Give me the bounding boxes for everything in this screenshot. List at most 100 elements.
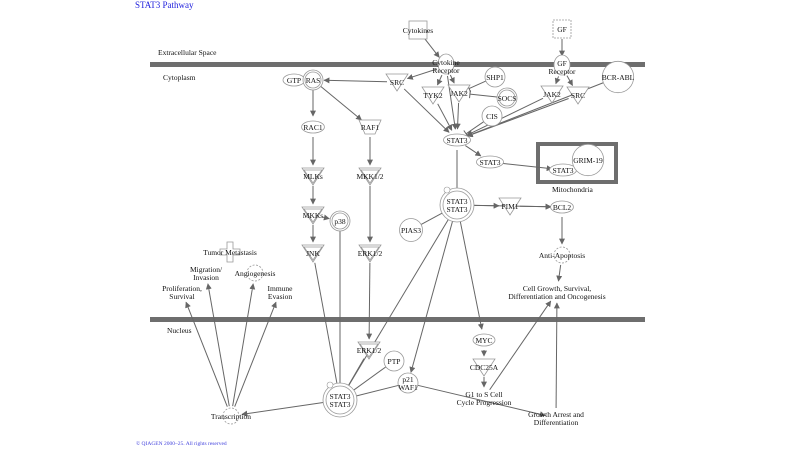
copyright: © QIAGEN 2000–25. All rights reserved — [136, 441, 227, 447]
node-tumor[interactable]: Tumor Metastasis — [203, 241, 257, 263]
node-shp1[interactable]: SHP1 — [484, 66, 506, 88]
plasma-membrane — [150, 62, 645, 67]
node-label: ERK1/2 — [357, 346, 382, 355]
label-nucleus: Nucleus — [167, 326, 192, 335]
edge-transcription-angio — [232, 283, 256, 407]
node-label: Tumor Metastasis — [203, 248, 257, 257]
page-title[interactable]: STAT3 Pathway — [135, 0, 194, 10]
edge-mkks-p38 — [322, 214, 330, 221]
node-label: Proliferation,Survival — [162, 284, 202, 301]
node-gtp[interactable]: GTP — [282, 73, 306, 87]
node-erk12b[interactable]: ERK1/2 — [357, 341, 382, 360]
node-antiapo[interactable]: Anti-Apoptosis — [539, 246, 585, 264]
node-mstat3[interactable]: STAT3 — [549, 163, 577, 177]
node-cdc25a[interactable]: CDC25A — [470, 358, 499, 377]
node-label: GF — [557, 25, 567, 34]
node-jak2b[interactable]: JAK2 — [540, 85, 564, 104]
node-label: GRIM-19 — [573, 156, 603, 165]
node-ptp[interactable]: PTP — [383, 350, 405, 372]
node-label: SOCS — [498, 94, 517, 103]
node-p38[interactable]: p38 — [329, 210, 351, 232]
edge-ras-raf1 — [320, 85, 362, 121]
node-bcl2[interactable]: BCL2 — [550, 200, 574, 214]
node-migr[interactable]: Migration/Invasion — [190, 265, 223, 282]
edge-jak2a-stat3 — [454, 102, 461, 130]
node-jak2a[interactable]: JAK2 — [447, 84, 471, 103]
label-cytoplasm: Cytoplasm — [163, 73, 196, 82]
node-ras[interactable]: RAS — [302, 69, 324, 91]
node-label: Angiogenesis — [235, 269, 276, 278]
node-cytokines[interactable]: Cytokines — [403, 20, 433, 40]
node-label: GTP — [287, 76, 301, 85]
edge-src1-stat3 — [403, 88, 450, 133]
node-socs[interactable]: SOCS — [496, 87, 518, 109]
node-jnk[interactable]: JNK — [301, 244, 325, 263]
node-label: STAT3 — [552, 166, 573, 175]
node-bcrabl[interactable]: BCR-ABL — [602, 60, 635, 94]
edge-transcription-immune — [234, 301, 277, 407]
edge-transcription-migr — [205, 283, 230, 407]
node-pstat3[interactable]: STAT3 — [476, 155, 504, 169]
node-cellgrowth[interactable]: Cell Growth, Survival,Differentiation an… — [508, 284, 605, 301]
node-mkk12[interactable]: MKK1/2 — [356, 167, 384, 186]
node-label: MKKs — [303, 211, 324, 220]
node-prolif[interactable]: Proliferation,Survival — [162, 284, 202, 301]
node-erk12a[interactable]: ERK1/2 — [358, 244, 383, 263]
edge-transcription-prolif — [185, 301, 228, 407]
node-tyk2[interactable]: TYK2 — [421, 86, 445, 105]
edge-cytrec-jak2a — [449, 74, 455, 84]
edge-ptp-ndimer — [348, 366, 387, 394]
node-mkks[interactable]: MKKs — [301, 206, 325, 225]
node-label: JAK2 — [450, 89, 468, 98]
node-label: ERK1/2 — [358, 249, 383, 258]
edge-shp1-jak2a — [468, 80, 487, 89]
edge-growtharrest-cellgrowth — [553, 302, 560, 409]
node-transcription[interactable]: Transcription — [211, 407, 251, 425]
node-label: RAC1 — [303, 123, 322, 132]
node-label: PTP — [388, 357, 401, 366]
node-raf1[interactable]: RAF1 — [358, 119, 382, 135]
node-gf[interactable]: GF — [552, 19, 572, 39]
node-label: RAF1 — [361, 123, 380, 132]
node-label: MLKs — [303, 172, 323, 181]
node-rac1[interactable]: RAC1 — [301, 120, 325, 134]
edge-p21-ndimer — [350, 384, 399, 398]
node-pias3[interactable]: PIAS3 — [399, 218, 423, 242]
node-cis[interactable]: CIS — [481, 105, 503, 127]
node-stat3[interactable]: STAT3 — [443, 133, 471, 147]
edge-ndimer-transcription — [241, 400, 331, 417]
node-label: SHP1 — [486, 73, 504, 82]
node-label: BCR-ABL — [602, 73, 635, 82]
edge-tyk2-stat3 — [437, 103, 453, 131]
node-pim1[interactable]: PIM1 — [498, 197, 522, 216]
node-label: JAK2 — [543, 90, 561, 99]
node-label: CIS — [486, 112, 498, 121]
edge-pstat3-mstat3 — [499, 162, 553, 172]
node-grim19[interactable]: GRIM-19 — [571, 143, 605, 177]
node-src2[interactable]: SRC — [566, 86, 590, 105]
edge-src1-ras — [323, 77, 388, 84]
node-label: p38 — [334, 217, 346, 226]
node-label: STAT3 — [446, 136, 467, 145]
node-src1[interactable]: SRC — [385, 73, 409, 92]
node-label: PIM1 — [501, 202, 518, 211]
node-myc[interactable]: MYC — [472, 333, 496, 347]
node-mlks[interactable]: MLKs — [301, 167, 325, 186]
node-angio[interactable]: Angiogenesis — [235, 264, 276, 282]
node-label: RAS — [306, 76, 321, 85]
node-label: PIAS3 — [401, 226, 421, 235]
edge-cytrec-stat3 — [446, 75, 458, 130]
